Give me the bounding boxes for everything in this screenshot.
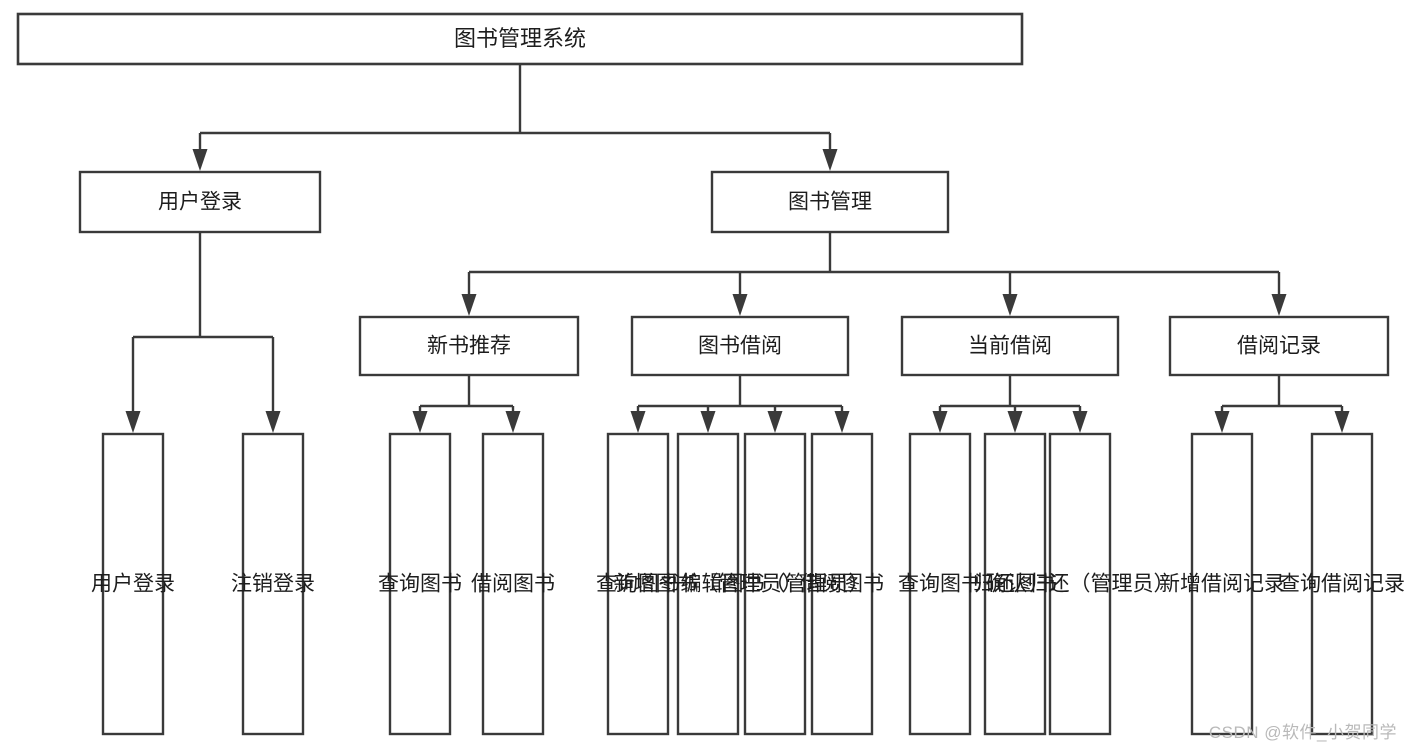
node-box-leaf-borrow-book-1[interactable] bbox=[481, 432, 545, 736]
node-label-current-borrow: 当前借阅 bbox=[968, 335, 1052, 358]
node-label-leaf-logout: 注销登录 bbox=[231, 573, 315, 596]
node-box-user-login[interactable] bbox=[78, 170, 322, 234]
node-box-leaf-user-login[interactable] bbox=[101, 432, 165, 736]
node-label-book-manage: 图书管理 bbox=[788, 191, 872, 214]
node-label-leaf-query-book-1: 查询图书 bbox=[378, 573, 462, 596]
node-label-leaf-query-book-2: 查询图书 bbox=[596, 573, 680, 596]
node-box-leaf-edit-book[interactable] bbox=[743, 432, 807, 736]
node-box-book-manage[interactable] bbox=[710, 170, 950, 234]
node-label-leaf-query-record: 查询借阅记录 bbox=[1279, 573, 1405, 596]
node-label-borrow-record: 借阅记录 bbox=[1237, 335, 1321, 358]
node-label-leaf-add-book: 新增图书（管理员） bbox=[614, 573, 803, 596]
node-label-leaf-query-book-3: 查询图书 bbox=[898, 573, 982, 596]
node-box-leaf-return-book[interactable] bbox=[983, 432, 1047, 736]
connector-group bbox=[630, 375, 850, 433]
node-box-leaf-query-book-2[interactable] bbox=[606, 432, 670, 736]
node-label-leaf-confirm-return: 确认归还（管理员） bbox=[986, 573, 1175, 596]
node-label-root: 图书管理系统 bbox=[454, 26, 586, 51]
node-label-leaf-add-record: 新增借阅记录 bbox=[1159, 573, 1285, 596]
node-label-leaf-borrow-book-2: 借阅图书 bbox=[800, 573, 884, 596]
node-box-leaf-confirm-return[interactable] bbox=[1048, 432, 1112, 736]
node-label-book-borrow: 图书借阅 bbox=[698, 335, 782, 358]
node-horizontal-labels-layer: 图书管理系统用户登录图书管理新书推荐图书借阅当前借阅借阅记录用户登录注销登录查询… bbox=[91, 26, 1405, 596]
node-label-new-book-rec: 新书推荐 bbox=[427, 335, 511, 358]
node-label-leaf-borrow-book-1: 借阅图书 bbox=[471, 573, 555, 596]
node-box-leaf-add-book[interactable] bbox=[676, 432, 740, 736]
node-box-leaf-borrow-book-2[interactable] bbox=[810, 432, 874, 736]
connectors-layer bbox=[125, 64, 1350, 433]
node-label-leaf-edit-book: 编辑图书（管理员） bbox=[681, 573, 870, 596]
node-box-current-borrow[interactable] bbox=[900, 315, 1120, 377]
node-box-root[interactable] bbox=[16, 12, 1024, 66]
node-box-leaf-query-record[interactable] bbox=[1310, 432, 1374, 736]
node-box-new-book-rec[interactable] bbox=[358, 315, 580, 377]
connector-group bbox=[125, 232, 281, 433]
connector-group bbox=[932, 375, 1088, 433]
node-label-leaf-return-book: 归还图书 bbox=[973, 573, 1057, 596]
node-label-user-login: 用户登录 bbox=[158, 191, 242, 214]
node-box-leaf-query-book-3[interactable] bbox=[908, 432, 972, 736]
connector-group bbox=[461, 232, 1287, 316]
node-box-book-borrow[interactable] bbox=[630, 315, 850, 377]
connector-group bbox=[1214, 375, 1350, 433]
node-box-leaf-query-book-1[interactable] bbox=[388, 432, 452, 736]
node-box-leaf-add-record[interactable] bbox=[1190, 432, 1254, 736]
node-box-leaf-logout[interactable] bbox=[241, 432, 305, 736]
node-box-borrow-record[interactable] bbox=[1168, 315, 1390, 377]
node-label-leaf-user-login: 用户登录 bbox=[91, 573, 175, 596]
connector-group bbox=[412, 375, 521, 433]
connector-group bbox=[192, 64, 838, 171]
node-boxes-layer bbox=[16, 12, 1390, 736]
